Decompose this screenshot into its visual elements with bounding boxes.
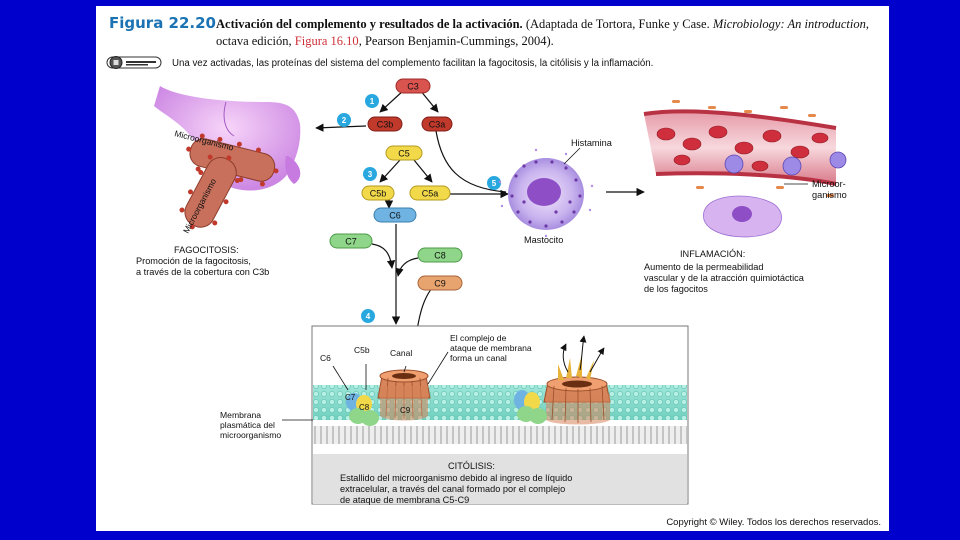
protein-c9-label: C9 <box>434 279 446 289</box>
protein-c6: C6 <box>373 207 417 223</box>
figure-number: Figura 22.20 <box>109 14 216 32</box>
protein-c5-label: C5 <box>398 149 410 159</box>
protein-c5a: C5a <box>409 185 451 201</box>
caption-citation-pre: (Adaptada de Tortora, Funke y Case. <box>522 17 713 31</box>
cytolysis-box <box>282 325 689 505</box>
phagocytosis-text: Promoción de la fagocitosis, a través de… <box>136 256 270 277</box>
step-4-icon: 4 <box>361 309 375 323</box>
step-3-icon: 3 <box>363 167 377 181</box>
mast-cell-illustration <box>498 147 594 238</box>
phagocytosis-title: FAGOCITOSIS: <box>174 245 239 255</box>
membrane-label: Membrana plasmática del microorganismo <box>220 410 282 440</box>
caption-citation-mid: , octava edición, <box>216 17 869 48</box>
protein-c5a-label: C5a <box>422 189 439 199</box>
mast-cell-label: Mastocito <box>524 235 564 245</box>
step-2-icon: 2 <box>337 113 351 127</box>
protein-c3-label: C3 <box>407 82 419 92</box>
protein-c3a: C3a <box>421 116 453 132</box>
protein-c7: C7 <box>329 233 373 249</box>
caption-book: Microbiology: An introduction <box>712 17 866 31</box>
microorganism-1 <box>186 133 279 187</box>
intro-note: Una vez activadas, las proteínas del sis… <box>172 58 654 69</box>
diagram-canvas: Microorganismo Microorganismo C3 C3b <box>154 78 847 505</box>
figure-panel: Figura 22.20 Activación del complemento … <box>96 6 889 531</box>
caption-citation-post: , Pearson Benjamin-Cummings, 2004). <box>358 34 554 48</box>
svg-text:2: 2 <box>342 116 347 125</box>
cascade-arrows <box>315 89 645 339</box>
label-canal: Canal <box>390 348 412 358</box>
protein-c3b: C3b <box>367 116 403 132</box>
microorganism-2 <box>179 154 240 230</box>
label-c5b-cyto: C5b <box>354 345 370 355</box>
svg-text:3: 3 <box>368 170 373 179</box>
protein-c5b: C5b <box>361 185 395 201</box>
step-1-icon: 1 <box>365 94 379 108</box>
mac-forms-channel-label: El complejo de ataque de membrana forma … <box>450 333 532 363</box>
blood-vessel-illustration <box>643 100 847 238</box>
caption-figure-ref: Figura 16.10 <box>294 34 359 48</box>
mac-channel-bursting <box>514 335 611 425</box>
label-c8-cyto: C8 <box>359 403 370 412</box>
protein-c8-label: C8 <box>434 251 446 261</box>
svg-text:1: 1 <box>370 97 375 106</box>
mac-channel <box>346 369 431 426</box>
cytolysis-title: CITÓLISIS: <box>448 461 495 471</box>
figure-caption: Activación del complemento y resultados … <box>216 16 876 50</box>
inflammation-text: Aumento de la permeabilidad vascular y d… <box>644 262 804 294</box>
protein-c3: C3 <box>395 78 431 94</box>
protein-c5: C5 <box>385 145 423 161</box>
svg-text:5: 5 <box>492 179 497 188</box>
inflammation-title: INFLAMACIÓN: <box>680 249 746 259</box>
step-5-icon: 5 <box>487 176 501 190</box>
label-c9-cyto: C9 <box>400 406 411 415</box>
key-icon <box>106 56 162 69</box>
histamine-label: Histamina <box>571 138 612 148</box>
protein-c3b-label: C3b <box>377 120 394 130</box>
label-c7-cyto: C7 <box>345 393 356 402</box>
protein-c9: C9 <box>417 275 463 291</box>
protein-c8: C8 <box>417 247 463 263</box>
caption-title: Activación del complemento y resultados … <box>216 17 523 31</box>
protein-c3a-label: C3a <box>429 120 446 130</box>
protein-c6-label: C6 <box>389 211 401 221</box>
microorganism-right-label: Microor- ganismo <box>812 179 847 200</box>
protein-c7-label: C7 <box>345 237 357 247</box>
protein-c5b-label: C5b <box>370 189 387 199</box>
label-c6-cyto: C6 <box>320 353 331 363</box>
cytolysis-text: Estallido del microorganismo debido al i… <box>340 473 573 505</box>
copyright: Copyright © Wiley. Todos los derechos re… <box>666 517 881 528</box>
svg-text:4: 4 <box>366 312 371 321</box>
